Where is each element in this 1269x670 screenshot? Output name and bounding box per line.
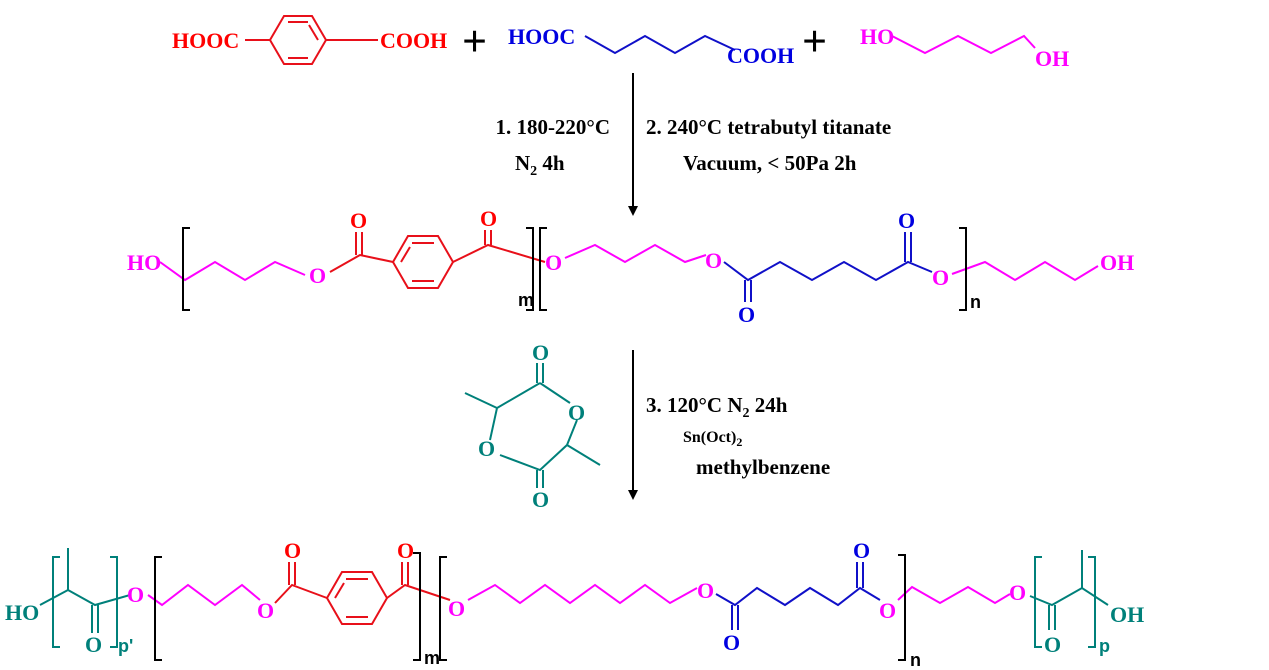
o-atom: O xyxy=(478,436,495,461)
ho-label: HO xyxy=(860,24,894,49)
ho-label: HO xyxy=(127,250,161,275)
step3-time: 24h xyxy=(749,393,787,417)
step2-vacuum: Vacuum, < 50Pa 2h xyxy=(683,151,857,175)
step1-atmosphere: N xyxy=(515,151,530,175)
bracket xyxy=(110,556,118,648)
cooh-label: COOH xyxy=(727,43,794,68)
oh-label: OH xyxy=(1110,602,1144,627)
repeat-index-n: n xyxy=(970,292,981,312)
o-atom: O xyxy=(257,598,274,623)
bracket xyxy=(1034,556,1042,648)
bracket xyxy=(526,227,534,311)
butanediol: HO OH xyxy=(860,24,1069,71)
ho-label: HO xyxy=(5,600,39,625)
bracket xyxy=(959,227,967,311)
plus-sign: + xyxy=(802,17,827,66)
repeat-index-p: p xyxy=(1099,636,1110,656)
o-atom: O xyxy=(284,538,301,563)
o-atom: O xyxy=(1044,632,1061,657)
svg-text:Vacuum, < 50Pa 2h: Vacuum, < 50Pa 2h xyxy=(683,151,857,175)
repeat-index-m: m xyxy=(424,648,440,668)
svg-text:2. 240°C tetrabutyl titanate: 2. 240°C tetrabutyl titanate xyxy=(646,115,891,139)
subscript: 2 xyxy=(736,435,742,449)
subscript: 2 xyxy=(742,406,749,421)
adipic-acid: HOOC COOH xyxy=(508,24,794,68)
o-atom: O xyxy=(532,487,549,512)
svg-text:N2 4h: N2 4h xyxy=(515,151,565,179)
step3-catalyst: Sn(Oct) xyxy=(683,429,736,446)
svg-text:methylbenzene: methylbenzene xyxy=(696,455,830,479)
o-atom: O xyxy=(932,265,949,290)
o-atom: O xyxy=(85,632,102,657)
cooh-label: COOH xyxy=(380,28,447,53)
bracket xyxy=(52,556,60,648)
oh-label: OH xyxy=(1035,46,1069,71)
o-atom: O xyxy=(853,538,870,563)
o-atom: O xyxy=(545,250,562,275)
subscript: 2 xyxy=(530,164,537,179)
o-atom: O xyxy=(723,630,740,655)
step2-conditions: 2. 240°C tetrabutyl titanate xyxy=(646,115,891,139)
pbat-structure: HO O O O O O O O O OH m n xyxy=(127,206,1134,327)
svg-text:Sn(Oct)2: Sn(Oct)2 xyxy=(683,429,742,449)
o-atom: O xyxy=(738,302,755,327)
o-atom: O xyxy=(705,248,722,273)
lactide: O O O O xyxy=(464,340,601,512)
terephthalic-acid: HOOC COOH xyxy=(172,15,447,65)
hooc-label: HOOC xyxy=(508,24,575,49)
step1-time: 4h xyxy=(537,151,565,175)
oh-label: OH xyxy=(1100,250,1134,275)
bracket xyxy=(154,556,162,661)
o-atom: O xyxy=(127,582,144,607)
o-atom: O xyxy=(1009,580,1026,605)
bracket xyxy=(439,556,447,661)
plus-sign: + xyxy=(462,17,487,66)
o-atom: O xyxy=(397,538,414,563)
bracket xyxy=(413,552,421,661)
o-atom: O xyxy=(532,340,549,365)
step1-temperature: 1. 180-220°C xyxy=(495,115,610,139)
o-atom: O xyxy=(448,596,465,621)
hooc-label: HOOC xyxy=(172,28,239,53)
repeat-index-p-prime: p' xyxy=(118,636,133,656)
repeat-index-n: n xyxy=(910,650,921,670)
o-atom: O xyxy=(879,598,896,623)
o-atom: O xyxy=(898,208,915,233)
step3-conditions: 3. 120°C N xyxy=(646,393,742,417)
svg-text:3. 120°C N2 24h: 3. 120°C N2 24h xyxy=(646,393,788,421)
bracket xyxy=(539,227,547,311)
o-atom: O xyxy=(309,263,326,288)
svg-text:1. 180-220°C: 1. 180-220°C xyxy=(495,115,610,139)
bracket xyxy=(1088,556,1096,648)
bracket xyxy=(898,554,906,661)
o-atom: O xyxy=(480,206,497,231)
step3-solvent: methylbenzene xyxy=(696,455,830,479)
repeat-index-m: m xyxy=(518,290,534,310)
o-atom: O xyxy=(568,400,585,425)
o-atom: O xyxy=(350,208,367,233)
o-atom: O xyxy=(697,578,714,603)
pla-pbat-pla-structure: HO O p' O O O O O O O O O O O OH xyxy=(5,538,1144,670)
bracket xyxy=(182,227,190,311)
